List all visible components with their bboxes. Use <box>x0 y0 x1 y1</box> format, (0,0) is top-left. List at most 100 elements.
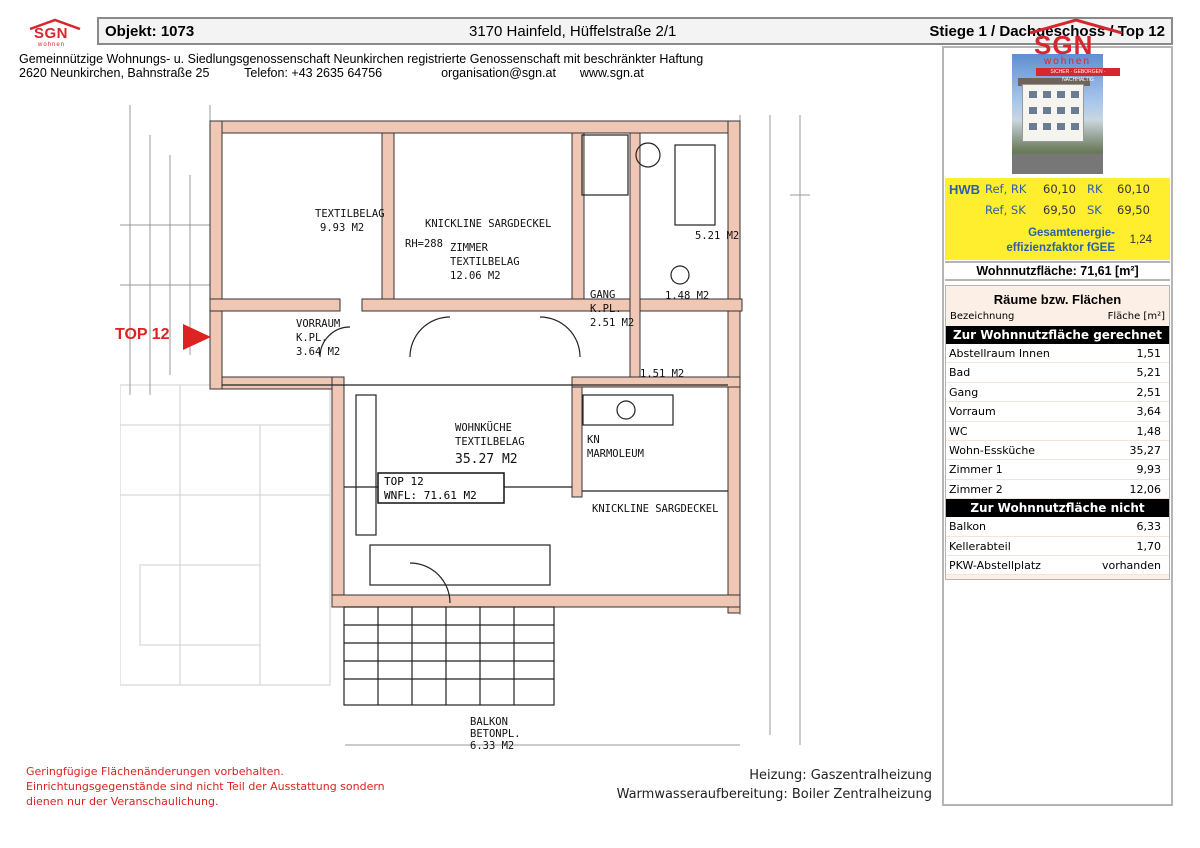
room-name: Zimmer 2 <box>949 482 1003 496</box>
fgee-label-1: Gesamtenergie- <box>1028 227 1115 239</box>
section-excluded: Zur Wohnnutzfläche nicht gerechnet <box>946 499 1169 533</box>
object-address: 3170 Hainfeld, Hüffelstraße 2/1 <box>469 23 677 40</box>
room-area: 5,21 <box>1136 366 1162 380</box>
room-name: Gang <box>949 385 979 399</box>
wohnnutzflaeche: Wohnnutzfläche: 71,61 [m²] <box>945 261 1170 281</box>
room-row: Wohn-Essküche 35,27 <box>946 440 1169 461</box>
top-box-number: TOP 12 <box>384 475 424 488</box>
vor-name: VORRAUM <box>296 318 340 330</box>
sk-label: SK <box>1087 203 1102 217</box>
roof-icon <box>1029 18 1123 34</box>
rooms-table: Räume bzw. Flächen Bezeichnung Fläche [m… <box>945 285 1170 580</box>
rooms-title: Räume bzw. Flächen <box>993 292 1122 307</box>
heating: Heizung: Gaszentralheizung <box>749 768 932 783</box>
disclaimer-line-3: dienen nur der Veranschaulichung. <box>26 795 219 808</box>
rk-label: RK <box>1087 182 1103 196</box>
room-name: Vorraum <box>949 405 996 419</box>
wk-name: WOHNKÜCHE <box>455 421 512 434</box>
floor-plan: TEXTILBELAG 9.93 M2 KNICKLINE SARGDECKEL… <box>120 105 810 752</box>
company-web[interactable]: www.sgn.at <box>579 66 644 80</box>
logo-text: SGN <box>34 25 69 42</box>
vor-floor: K.PL. <box>296 332 328 344</box>
hot-water: Warmwasseraufbereitung: Boiler Zentralhe… <box>616 787 932 802</box>
heating-info: Heizung: Gaszentralheizung Warmwasserauf… <box>617 766 932 804</box>
objekt-number: Objekt: 1073 <box>105 23 195 40</box>
wk-floor: TEXTILBELAG <box>455 436 525 448</box>
kn-name: KN <box>587 434 600 446</box>
room-name: Balkon <box>949 520 987 534</box>
rk-value: 60,10 <box>1117 182 1150 196</box>
ref-sk-label: Ref, SK <box>985 203 1026 217</box>
sarg2-label: KNICKLINE SARGDECKEL <box>592 503 718 515</box>
col-area: Fläche [m²] <box>1107 311 1165 322</box>
room-name: PKW-Abstellplatz <box>949 558 1041 572</box>
sarg-label: KNICKLINE SARGDECKEL <box>425 218 551 230</box>
room-name: WC <box>949 424 968 438</box>
room-row: Bad 5,21 <box>946 363 1169 383</box>
room-row: Zimmer 2 12,06 <box>946 479 1169 500</box>
room-row: Vorraum 3,64 <box>946 402 1169 422</box>
roof-icon <box>29 18 81 30</box>
room-area: 3,64 <box>1136 405 1162 419</box>
company-info: Gemeinnützige Wohnungs- u. Siedlungsgeno… <box>19 52 703 80</box>
bad-area: 5.21 M2 <box>695 230 739 242</box>
balk-floor: BETONPL. <box>470 728 521 740</box>
logo-text-large: SGN <box>1034 30 1094 60</box>
logo-sub: wohnen <box>38 42 66 48</box>
gang-floor: K.PL. <box>590 303 622 315</box>
hwb-label: HWB <box>949 182 981 197</box>
fgee-label: Gesamtenergie- effizienzfaktor fGEE <box>985 226 1115 256</box>
room-name: Abstellraum Innen <box>949 347 1050 360</box>
logo-tagline: SICHER · GEBORGEN · NACHHALTIG <box>1036 68 1120 83</box>
ref-sk-value: 69,50 <box>1043 203 1076 217</box>
room-area: 6,33 <box>1136 520 1162 534</box>
info-panel <box>942 46 1173 806</box>
top-box-area: WNFL: 71.61 M2 <box>384 489 477 502</box>
col-name: Bezeichnung <box>950 311 1015 322</box>
wc-area: 1.48 M2 <box>665 290 709 302</box>
company-email[interactable]: organisation@sgn.at <box>441 66 556 80</box>
disclaimer-line-2: Einrichtungsgegenstände sind nicht Teil … <box>26 780 385 793</box>
rh-label: RH=288 <box>405 238 443 250</box>
fgee-label-2: effizienzfaktor fGEE <box>1006 242 1115 254</box>
section-included: Zur Wohnnutzfläche gerechnet <box>946 326 1169 344</box>
z1-floor: TEXTILBELAG <box>315 208 385 220</box>
abst-area: 1.51 M2 <box>640 368 684 380</box>
room-name: Bad <box>949 366 971 380</box>
sgn-logo: SGN wohnen <box>28 18 82 48</box>
balk-area: 6.33 M2 <box>470 740 514 752</box>
vor-area: 3.64 M2 <box>296 346 340 358</box>
ref-rk-value: 60,10 <box>1043 182 1076 196</box>
logo-sub-large: wohnen <box>1044 56 1092 67</box>
room-name: Wohn-Essküche <box>949 443 1036 457</box>
balk-name: BALKON <box>470 716 508 728</box>
fgee-value: 1,24 <box>1129 234 1152 246</box>
top-12-label: TOP 12 <box>115 326 170 343</box>
entrance-arrow-icon <box>183 324 211 350</box>
room-name: Zimmer 1 <box>949 463 1003 477</box>
company-phone: Telefon: +43 2635 64756 <box>244 66 383 80</box>
header-bar: Objekt: 1073 3170 Hainfeld, Hüffelstraße… <box>97 17 1173 45</box>
room-area: 35,27 <box>1129 443 1162 457</box>
room-row: Balkon 6,33 <box>946 517 1169 537</box>
ref-rk-label: Ref, RK <box>985 182 1027 196</box>
z2-floor: TEXTILBELAG <box>450 256 520 268</box>
room-area: 12,06 <box>1129 482 1162 496</box>
wk-area: 35.27 M2 <box>455 452 518 467</box>
sk-value: 69,50 <box>1117 203 1150 217</box>
room-area: vorhanden <box>1102 558 1161 572</box>
z2-name: ZIMMER <box>450 242 489 254</box>
room-row: PKW-Abstellplatz vorhanden <box>946 555 1169 576</box>
company-address: 2620 Neunkirchen, Bahnstraße 25 <box>19 66 210 80</box>
z2-area: 12.06 M2 <box>450 270 501 282</box>
room-area: 1,70 <box>1136 539 1162 553</box>
gang-name: GANG <box>590 289 615 301</box>
sgn-logo-large: SGN wohnen SICHER · GEBORGEN · NACHHALTI… <box>1026 18 1126 83</box>
kn-floor: MARMOLEUM <box>587 448 644 460</box>
